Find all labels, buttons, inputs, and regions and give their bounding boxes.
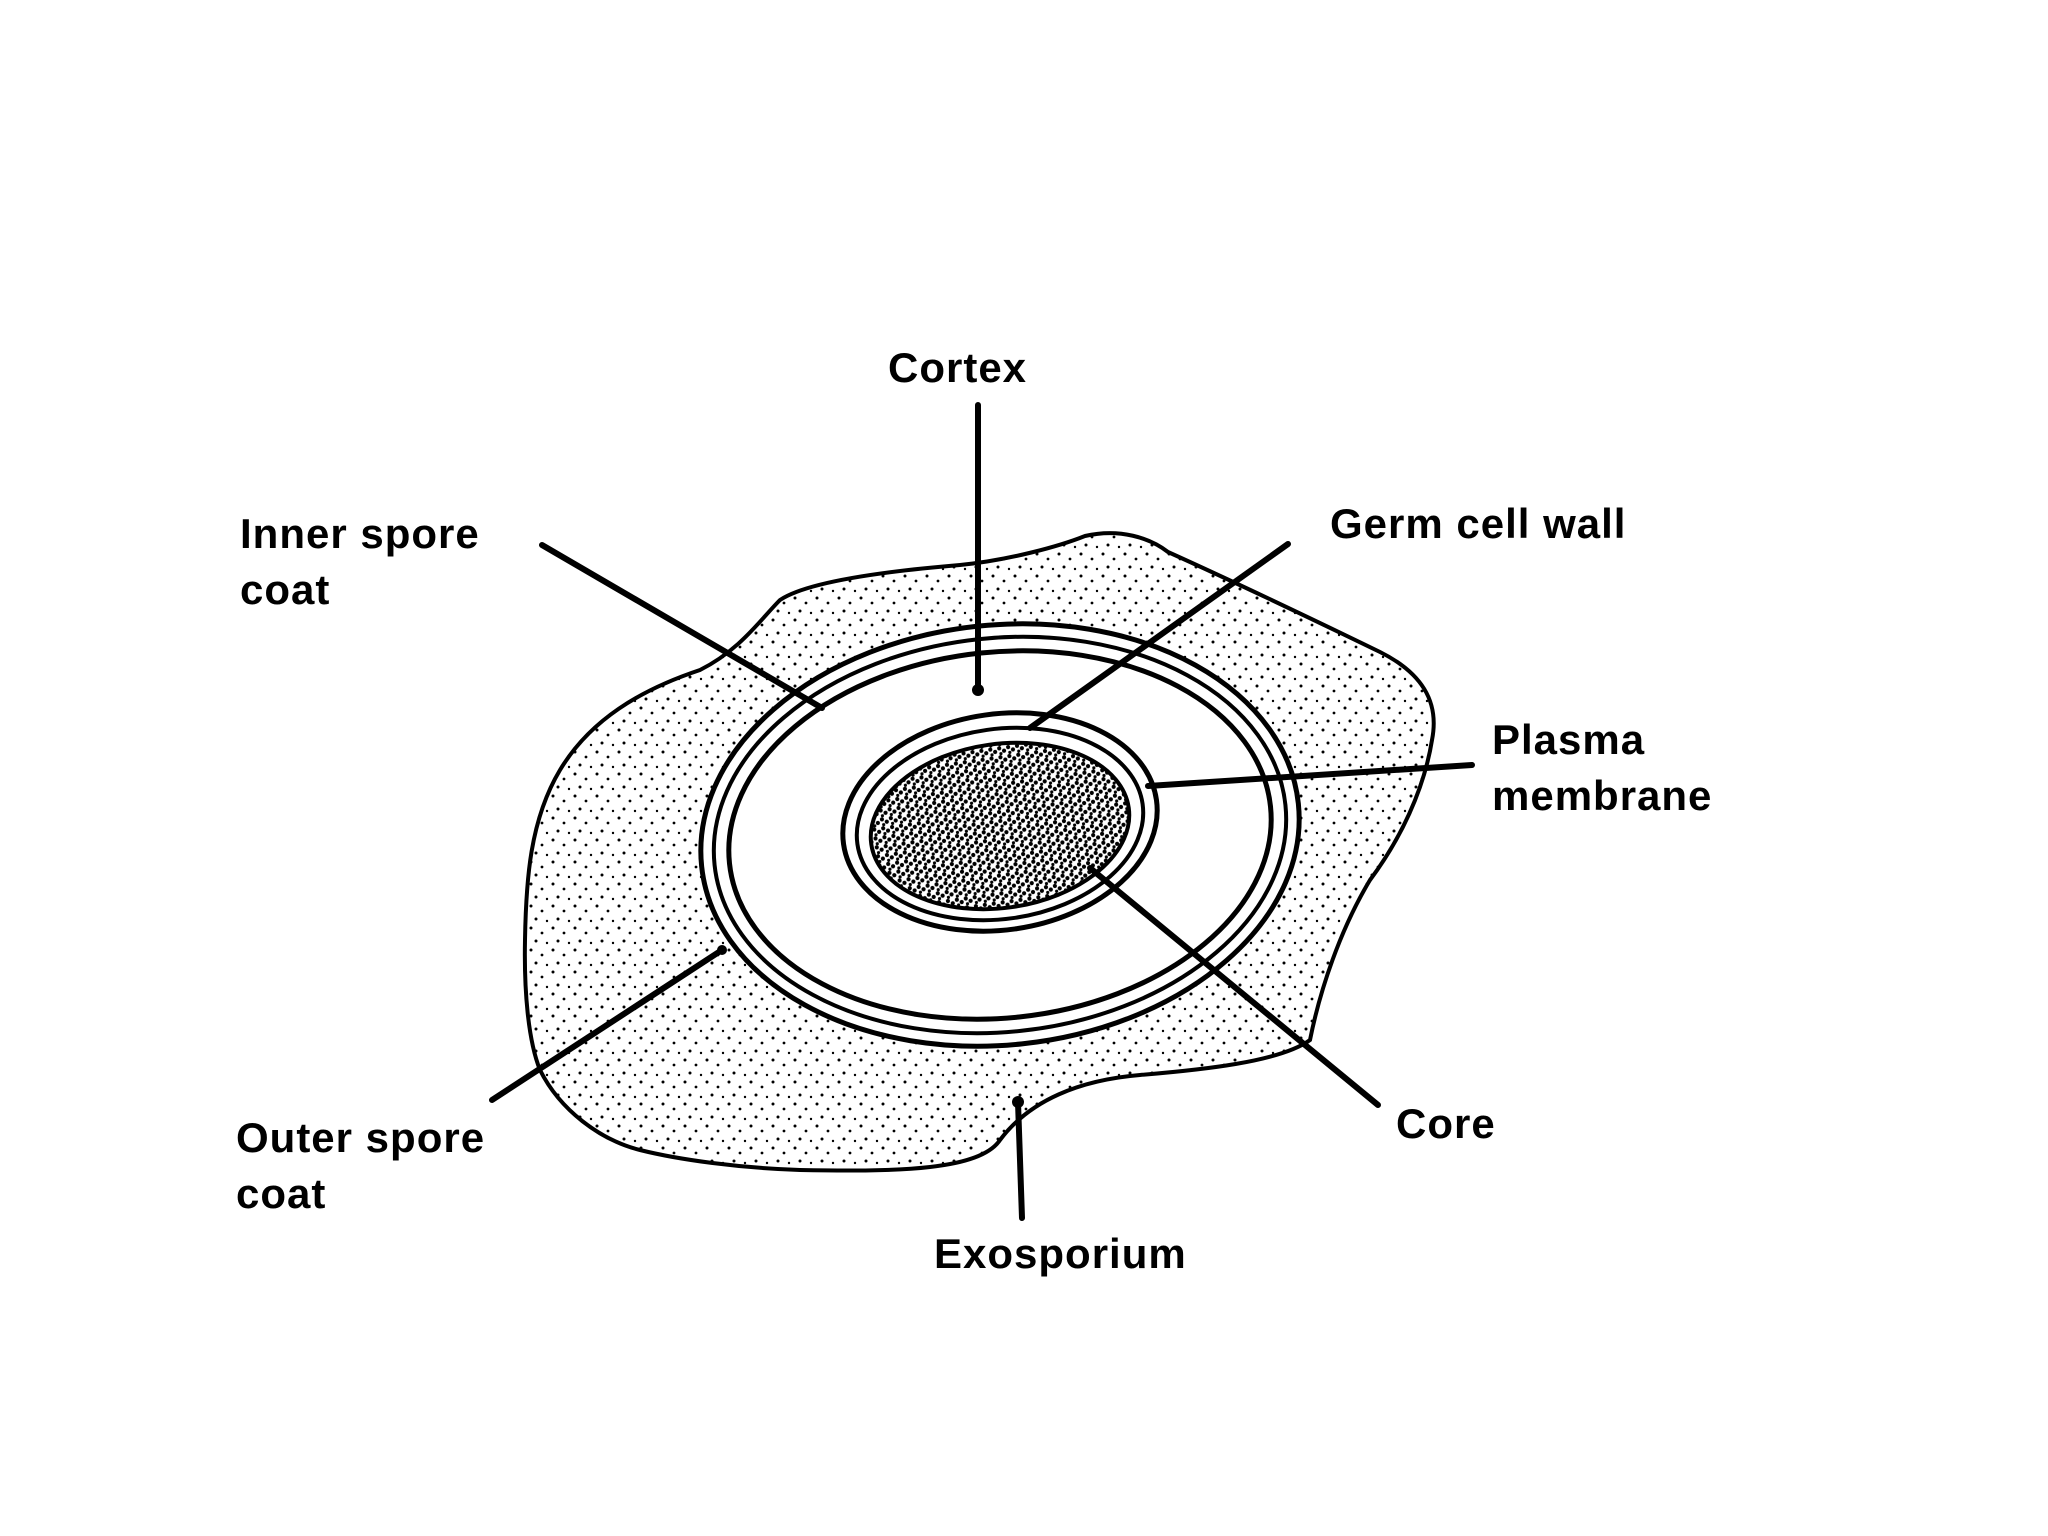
- core-shape: [868, 740, 1132, 912]
- inner-spore-coat-leader-line: [539, 542, 825, 711]
- exosporium-leader-line: [1015, 1099, 1025, 1221]
- cortex-label: Cortex: [888, 344, 1028, 391]
- core-leader-line: [1087, 865, 1381, 1108]
- exosporium-label: Exosporium: [934, 1230, 1187, 1277]
- germ-cell-wall-leader-line: [1027, 541, 1291, 731]
- plasma-membrane-label: Plasma membrane: [1492, 716, 1713, 819]
- outer-spore-coat-leader-line: [489, 947, 725, 1103]
- core-label: Core: [1396, 1100, 1496, 1147]
- germ-cell-wall-label: Germ cell wall: [1330, 500, 1627, 547]
- inner-spore-coat-label: Inner spore coat: [240, 510, 480, 613]
- exosporium-leader-dot: [1012, 1096, 1024, 1108]
- cortex-leader-dot: [972, 684, 984, 696]
- outer-spore-coat-label: Outer spore coat: [236, 1114, 486, 1217]
- plasma-membrane-shape: [854, 725, 1146, 923]
- plasma-membrane-leader-line: [1145, 762, 1475, 789]
- outer-spore-coat-leader-dot: [717, 945, 727, 955]
